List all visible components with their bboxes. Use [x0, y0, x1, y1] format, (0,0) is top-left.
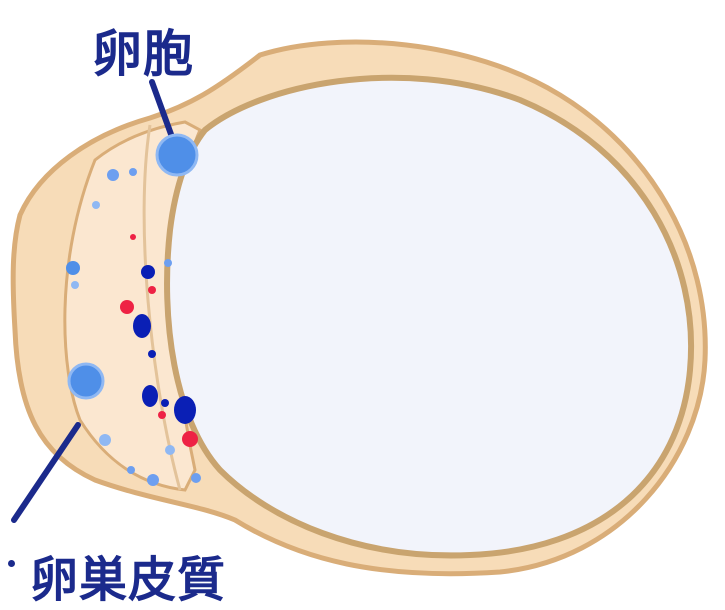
cortex-medulla-boundary: [142, 124, 182, 491]
follicle-small: [165, 445, 175, 455]
follicle-large-top: [155, 133, 199, 177]
follicle-small: [191, 473, 201, 483]
follicle-small: [92, 201, 100, 209]
follicle-red: [120, 300, 134, 314]
follicle-dark: [142, 385, 158, 407]
cortex-pointer-line: [11, 422, 81, 523]
follicle-red: [148, 286, 156, 294]
follicle-small: [129, 168, 137, 176]
follicle-red: [182, 431, 198, 447]
follicle-small: [127, 466, 135, 474]
follicle-small: [164, 259, 172, 267]
follicle-small: [147, 474, 159, 486]
follicle-dark: [133, 314, 151, 338]
follicle-small: [66, 261, 80, 275]
label-bullet-dot: [8, 560, 15, 567]
central-cavity: [164, 74, 694, 559]
follicle-dark: [141, 265, 155, 279]
follicle-small: [107, 169, 119, 181]
label-follicle: 卵胞: [92, 25, 194, 83]
follicle-small: [99, 434, 111, 446]
follicle-red: [130, 234, 136, 240]
follicle-small: [71, 281, 79, 289]
follicle-dark: [161, 399, 169, 407]
label-ovarian-cortex: 卵巣皮質: [30, 552, 227, 608]
follicle-large-left: [67, 362, 105, 400]
follicle-red: [158, 411, 166, 419]
follicle-dark: [174, 396, 196, 424]
follicle-dark: [148, 350, 156, 358]
